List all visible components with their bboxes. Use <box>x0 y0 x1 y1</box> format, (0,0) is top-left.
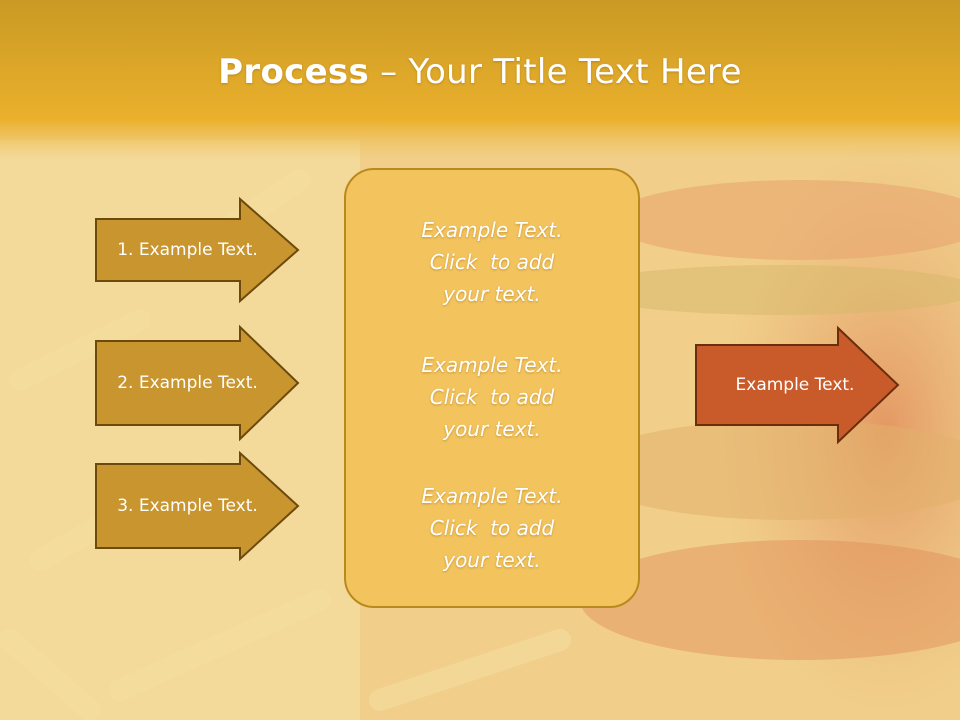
arrow-label-3: 3. Example Text. <box>117 496 258 516</box>
arrow-label-1: 1. Example Text. <box>117 240 258 260</box>
panel-2-line-2: Click to add <box>429 385 555 409</box>
slide-title[interactable]: Process – Your Title Text Here <box>0 52 960 92</box>
panel-text-block-3[interactable]: Example Text. Click to add your text. <box>346 480 638 576</box>
panel-3-line-2: Click to add <box>429 516 555 540</box>
panel-3-line-1: Example Text. <box>421 484 563 508</box>
arrow-shape-3 <box>95 450 300 562</box>
title-rest: – Your Title Text Here <box>369 52 742 92</box>
panel-1-line-3: your text. <box>443 282 541 306</box>
panel-1-line-2: Click to add <box>429 250 555 274</box>
arrow-shape-2 <box>95 324 300 442</box>
panel-text-block-2[interactable]: Example Text. Click to add your text. <box>346 349 638 445</box>
process-arrow-3[interactable]: 3. Example Text. <box>95 450 300 562</box>
arrow-label-2: 2. Example Text. <box>117 373 258 393</box>
process-arrow-1[interactable]: 1. Example Text. <box>95 196 300 304</box>
panel-text-block-1[interactable]: Example Text. Click to add your text. <box>346 214 638 310</box>
title-bold: Process <box>218 52 370 92</box>
panel-1-line-1: Example Text. <box>421 218 563 242</box>
panel-2-line-3: your text. <box>443 417 541 441</box>
result-arrow-shape <box>695 325 900 445</box>
center-text-panel[interactable]: Example Text. Click to add your text. Ex… <box>344 168 640 608</box>
result-arrow[interactable]: Example Text. <box>695 325 900 445</box>
panel-3-line-3: your text. <box>443 548 541 572</box>
result-arrow-label: Example Text. <box>735 375 855 395</box>
panel-2-line-1: Example Text. <box>421 353 563 377</box>
arrow-shape-1 <box>95 196 300 304</box>
process-arrow-2[interactable]: 2. Example Text. <box>95 324 300 442</box>
